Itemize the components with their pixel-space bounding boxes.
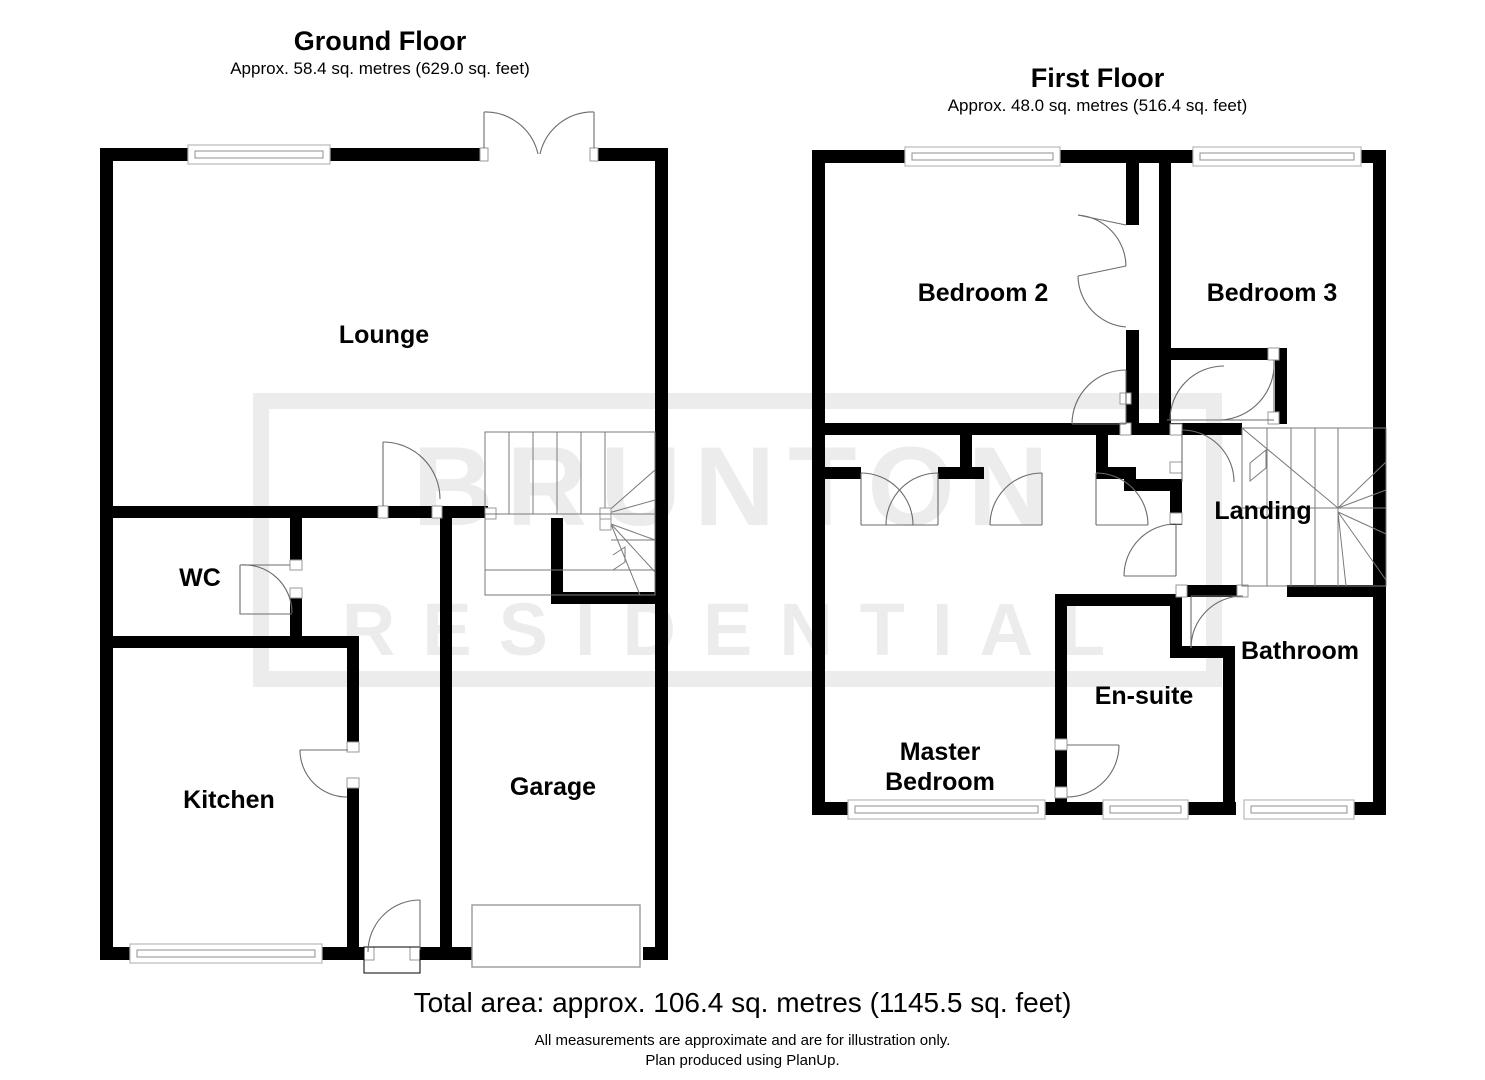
wall-ff-bed3-south [1171,348,1275,360]
room-label-bedroom-2: Bedroom 2 [918,279,1049,307]
wall-gf-hall-stub [440,506,488,518]
door-gf-entrance [363,899,421,974]
wall-ff-ensuite-right [1223,646,1235,802]
wall-ff-bed2-south [825,423,1120,435]
first-floor-title: First Floor [1030,63,1165,93]
door-ff-corridor [989,472,1043,526]
wall-gf-top-left [100,148,190,161]
door-ff-bedroom3 [1167,347,1280,425]
room-label-master-bedroom-line1: Master [900,738,981,766]
wall-ff-bed23-bot [1126,330,1139,430]
door-ff-bedroom2 [1077,214,1127,328]
wall-gf-kitchen-right-bot [347,785,359,947]
window-ff-bedroom2 [904,146,1061,167]
watermark-line2: RESIDENTIAL [342,588,1132,671]
wall-ff-corridor-stub-d [1124,479,1182,491]
wall-ff-corridor-stub-c [1096,467,1136,479]
door-gf-lounge [377,441,443,519]
wall-ff-ensuite-top [1055,594,1182,606]
window-ff-ensuite [1102,799,1189,820]
room-label-kitchen: Kitchen [183,786,275,814]
wall-ff-bottom-b [1043,802,1105,815]
door-ff-ensuite [1054,738,1120,799]
wall-ff-bottom-d [1352,802,1386,815]
wall-ff-bathroom-north-a [1182,585,1242,597]
room-label-bedroom-3: Bedroom 3 [1207,279,1338,307]
wall-gf-wc-bottom [113,636,302,648]
staircase-first-floor [1241,427,1387,587]
wall-gf-kitchen-north [290,636,359,648]
wall-ff-right [1373,150,1386,815]
wall-ff-bathroom-north-b [1287,585,1386,597]
wall-ff-bottom-c [1186,802,1236,815]
watermark-line1: BRUNTON [413,424,1062,549]
room-label-wc: WC [179,564,221,592]
room-label-lounge: Lounge [339,321,429,349]
door-ff-bathroom [1175,584,1249,649]
room-label-garage: Garage [510,773,596,801]
door-gf-front-double [479,111,599,162]
window-gf-kitchen-rear [129,943,323,964]
door-gf-kitchen [299,741,360,798]
window-ff-bathroom [1243,799,1355,820]
window-ff-master-bedroom [847,799,1046,820]
wall-ff-bottom-a [812,802,850,815]
wall-ff-top-b [1058,150,1195,163]
wall-gf-understair-vert [551,518,563,602]
door-ff-bedroom2-landing [1071,369,1132,436]
wall-ff-ensuite-notch [1170,646,1235,658]
door-ff-landing-master [1169,423,1235,483]
door-ff-cupboard [885,472,939,526]
ground-floor-subtitle: Approx. 58.4 sq. metres (629.0 sq. feet) [230,59,530,78]
total-area-text: Total area: approx. 106.4 sq. metres (11… [413,987,1072,1018]
wall-ff-top-a [812,150,907,163]
room-label-bathroom: Bathroom [1241,637,1359,665]
wall-gf-garage-left [440,518,452,947]
garage-door [471,904,641,968]
door-ff-landing-lower [1123,512,1183,577]
first-floor-subtitle: Approx. 48.0 sq. metres (516.4 sq. feet) [947,96,1248,115]
wall-gf-lounge-south-b [305,506,440,518]
door-ff-corridor-b [1095,472,1149,526]
wall-gf-kitchen-right-top [347,636,359,748]
wall-ff-left [812,150,825,815]
wall-gf-top-mid [328,148,480,161]
wall-gf-bottom-left [100,947,132,960]
wall-ff-corridor-stub-b [938,467,984,479]
wall-gf-right [655,148,668,960]
window-ff-bedroom3 [1192,146,1362,167]
wall-ff-bed3-southvert [1275,348,1287,424]
room-label-master-bedroom-line2: Bedroom [885,768,995,796]
ground-floor-title: Ground Floor [293,26,467,56]
wall-gf-wc-right-bot [290,598,302,642]
wall-gf-left [100,148,113,960]
disclaimer-note-2: Plan produced using PlanUp. [645,1052,840,1069]
wall-ff-ensuite-left [1055,594,1067,802]
wall-ff-bed23-top [1126,163,1139,225]
wall-gf-lounge-south-a [113,506,305,518]
disclaimer-note-1: All measurements are approximate and are… [534,1032,951,1049]
wall-gf-wc-right-top [290,518,302,566]
staircase-ground-floor [484,431,656,596]
wall-gf-bottom-mid1 [320,947,364,960]
room-label-landing: Landing [1214,497,1311,525]
wall-gf-top-right [598,148,668,161]
window-gf-lounge-front [187,144,331,165]
door-gf-wc [239,559,303,615]
wall-ff-bed3-left [1159,163,1171,430]
wall-ff-corridor-stub-a [825,467,861,479]
watermark-frame [253,393,1222,687]
wall-gf-bottom-mid2 [420,947,472,960]
wall-ff-ensuite-right-top [1170,594,1182,646]
room-label-ensuite: En-suite [1095,682,1194,710]
wall-gf-bottom-right [643,947,668,960]
